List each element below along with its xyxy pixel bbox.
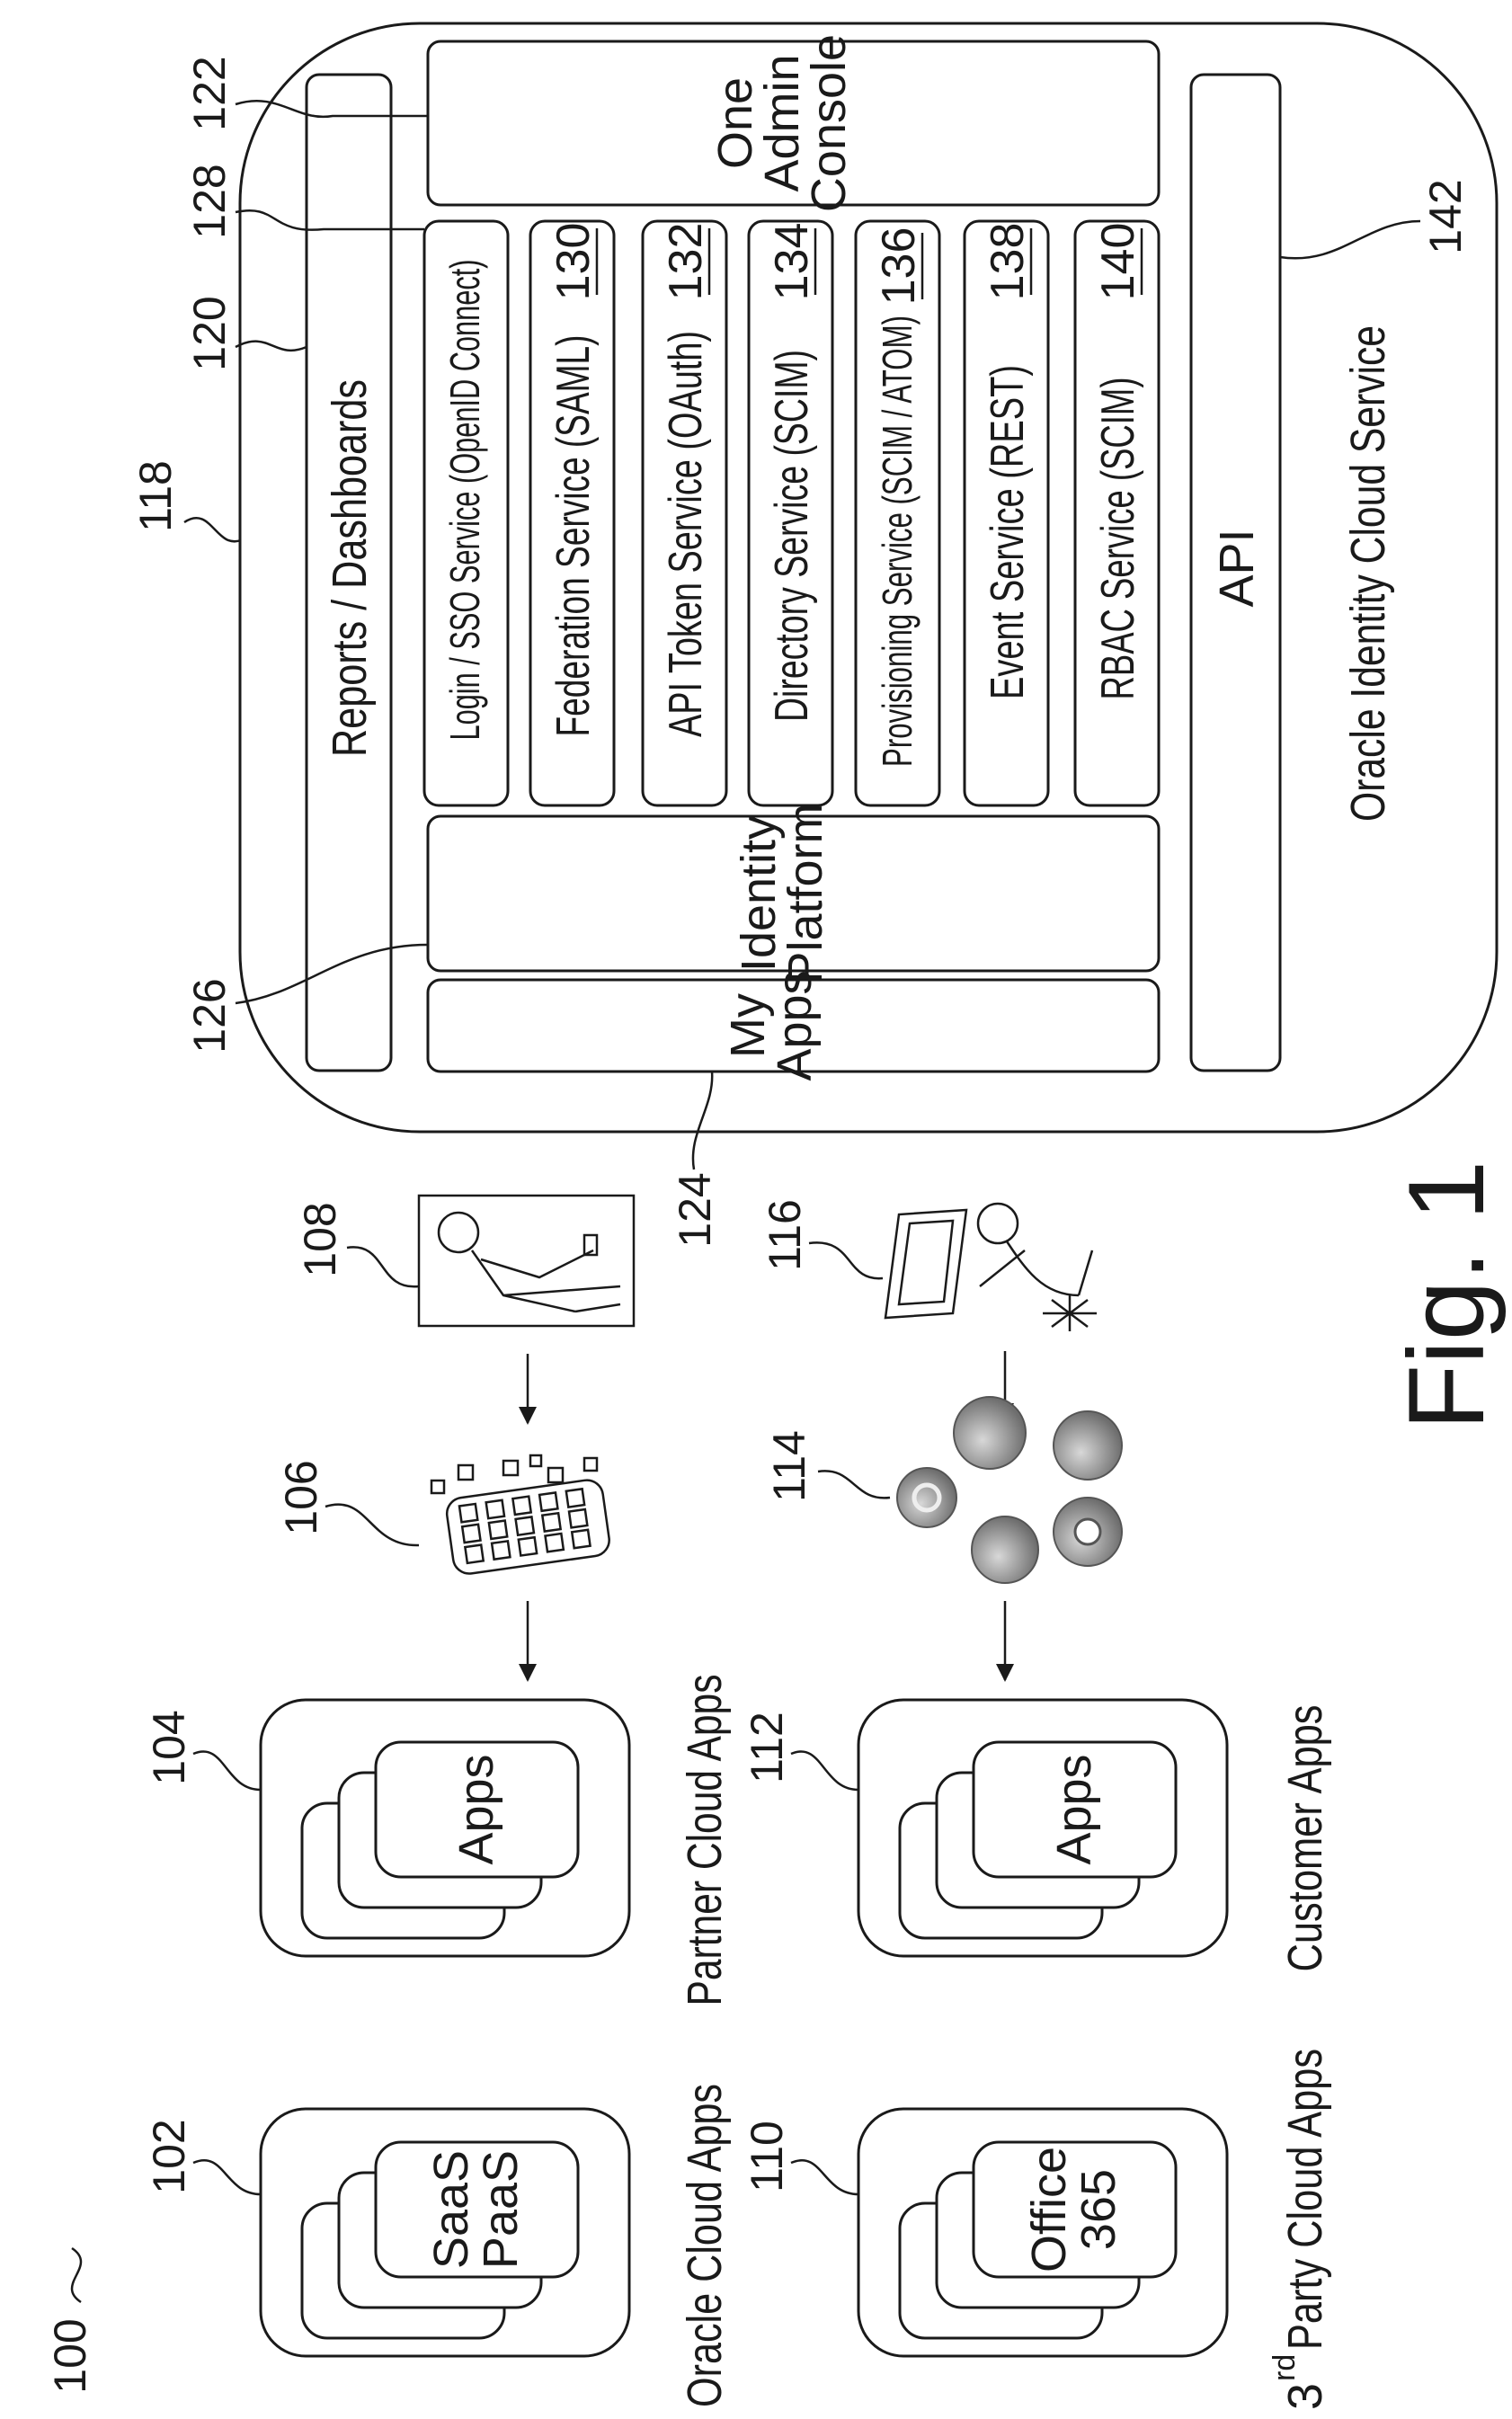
desktop-user-icon [885,1204,1097,1331]
svg-text:130: 130 [547,223,600,301]
ref-124: 124 [670,1172,720,1247]
saas-label: SaaS [424,2150,478,2269]
leader-108 [347,1247,419,1286]
leader-102 [193,2160,261,2194]
service-directory: Directory Service (SCIM) 134 [749,221,832,805]
caption-customer-apps: Customer Apps [1278,1705,1332,1972]
svg-text:136: 136 [873,227,925,306]
identity-platform-label: Platform [778,803,832,983]
office-label: Office [1022,2147,1076,2272]
apps-label: Apps [1047,1754,1101,1864]
leader-112 [791,1751,858,1790]
app-group-third-party-cloud-apps: Office 365 [858,2109,1227,2356]
svg-text:Event Service (REST): Event Service (REST) [982,365,1034,699]
ref-100: 100 [45,2318,95,2393]
ref-114: 114 [764,1430,814,1502]
ref-142: 142 [1420,179,1471,253]
admin-console-label: One [708,77,762,169]
svg-text:Directory Service (SCIM): Directory Service (SCIM) [766,350,818,722]
svg-text:138: 138 [982,223,1034,301]
ref-116: 116 [760,1199,810,1271]
mobile-app-tiles-icon [431,1455,611,1576]
svg-text:Provisioning Service (SCIM / A: Provisioning Service (SCIM / ATOM) [874,316,921,767]
ref-128: 128 [184,164,235,238]
figure-label: Fig. 1 [1386,1161,1507,1430]
apps-label: Apps [449,1754,503,1864]
svg-text:API Token Service (OAuth): API Token Service (OAuth) [660,331,712,737]
leader-100 [72,2248,81,2302]
ref-108: 108 [295,1202,345,1276]
leader-106 [325,1505,419,1545]
service-event: Event Service (REST) 138 [965,221,1048,805]
caption-third-party-prefix: 3 [1278,2383,1332,2410]
ref-106: 106 [276,1460,326,1534]
service-provisioning: Provisioning Service (SCIM / ATOM) 136 [856,221,939,805]
app-group-oracle-cloud-apps: SaaS PaaS [261,2109,629,2356]
svg-text:RBAC Service (SCIM): RBAC Service (SCIM) [1092,378,1144,700]
svg-text:132: 132 [660,223,712,301]
paas-label: PaaS [474,2150,528,2269]
caption-partner-cloud-apps: Partner Cloud Apps [678,1675,732,2006]
service-federation: Federation Service (SAML) 130 [530,221,614,805]
admin-console-label: Console [802,34,856,212]
ref-118: 118 [130,460,181,532]
my-apps-label: Apps [768,970,822,1081]
ref-110: 110 [742,2121,792,2192]
svg-text:134: 134 [766,223,818,301]
caption-oracle-cloud-apps: Oracle Cloud Apps [678,2084,732,2407]
identity-platform-label: Identity [732,815,786,972]
svg-text:Federation Service (SAML): Federation Service (SAML) [547,335,600,737]
svg-text:Login / SSO Service (OpenID Co: Login / SSO Service (OpenID Connect) [441,260,488,741]
ref-120: 120 [184,296,235,370]
ref-126: 126 [184,978,235,1053]
leader-114 [818,1471,890,1498]
leader-104 [193,1751,261,1790]
caption-third-party-cloud-apps: Party Cloud Apps [1278,2049,1332,2350]
ref-104: 104 [144,1710,194,1784]
service-api-token: API Token Service (OAuth) 132 [643,221,726,805]
ref-102: 102 [144,2119,194,2193]
leader-116 [809,1242,883,1278]
service-login-sso: Login / SSO Service (OpenID Connect) [424,221,508,805]
ref-122: 122 [184,56,235,130]
app-group-customer-apps: Apps [858,1700,1227,1956]
ref-112: 112 [742,1712,792,1783]
svg-text:140: 140 [1092,223,1144,301]
my-apps-label: My [721,993,775,1058]
app-group-partner-cloud-apps: Apps [261,1700,629,1956]
mobile-user-photo-icon [419,1196,634,1326]
365-label: 365 [1072,2169,1125,2250]
leader-110 [791,2160,858,2194]
caption-third-party-sup: rd [1267,2354,1302,2381]
api-label: API [1210,529,1264,607]
web-browsers-icon [897,1397,1122,1583]
identity-cloud-service: Reports / Dashboards My Apps Identity Pl… [240,23,1497,1132]
leader-118 [184,518,241,541]
identity-cloud-service-title: Oracle Identity Cloud Service [1341,325,1395,822]
admin-console-label: Admin [755,54,809,191]
reports-dashboards-label: Reports / Dashboards [323,379,377,757]
service-rbac: RBAC Service (SCIM) 140 [1075,221,1159,805]
